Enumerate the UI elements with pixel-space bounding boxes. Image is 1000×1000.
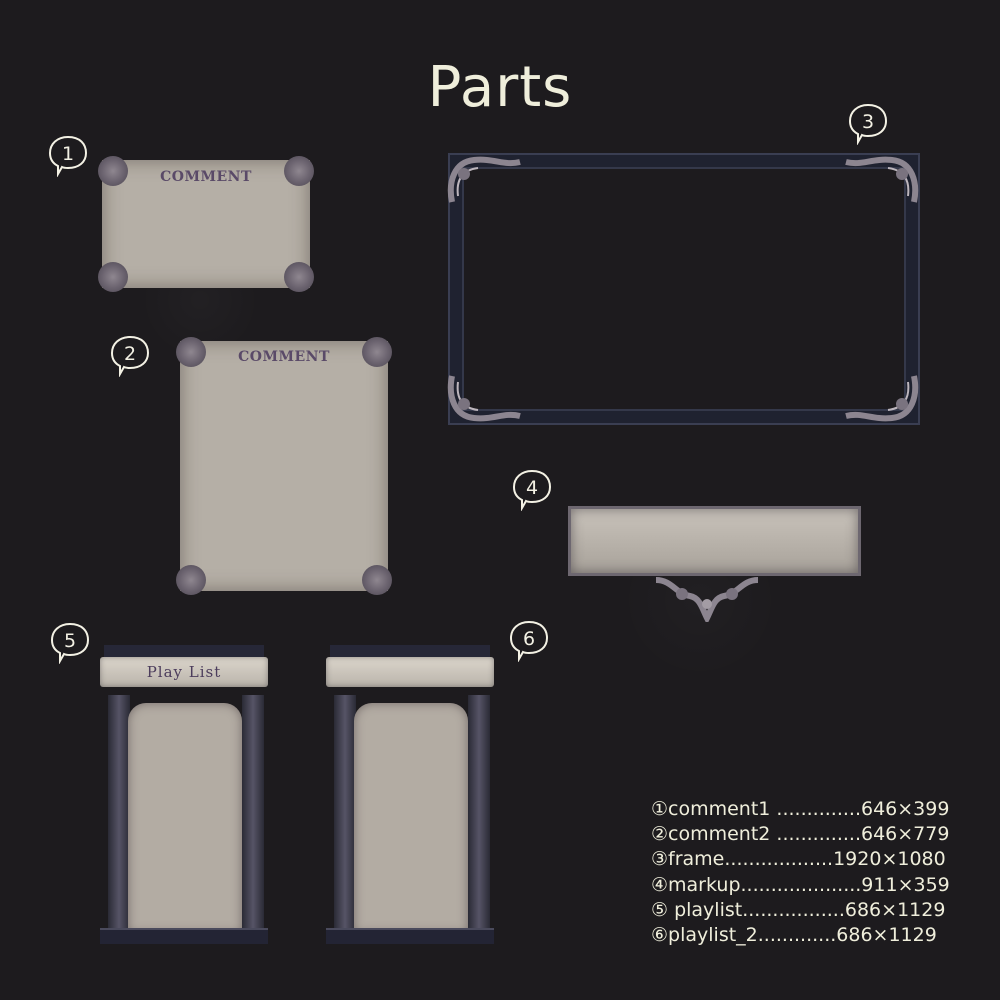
- playlist1-panel: Play List: [100, 645, 268, 944]
- parts-spec-list: ①comment1 ..............646×399 ②comment…: [651, 797, 971, 948]
- playlist-banner-label: Play List: [146, 663, 222, 681]
- corner-ornament-icon: [284, 262, 314, 292]
- playlist-content-area: [354, 703, 468, 933]
- corner-ornament-icon: [362, 337, 392, 367]
- corner-ornament-icon: [176, 337, 206, 367]
- badge-number: 1: [62, 143, 74, 165]
- spec-line-playlist2: ⑥playlist_2.............686×1129: [651, 924, 937, 947]
- playlist-base: [326, 928, 494, 944]
- playlist-left-column: [334, 695, 356, 935]
- badge-number: 2: [124, 343, 136, 365]
- frame-corner-ornament-icon: [447, 375, 521, 422]
- speech-bubble-badge-1: 1: [46, 133, 90, 177]
- corner-ornament-icon: [98, 262, 128, 292]
- comment2-label: COMMENT: [238, 349, 330, 365]
- speech-bubble-badge-6: 6: [507, 618, 551, 662]
- corner-ornament-icon: [284, 156, 314, 186]
- page-title: Parts: [427, 55, 573, 120]
- corner-ornament-icon: [362, 565, 392, 595]
- comment2-panel: COMMENT: [176, 337, 392, 595]
- frame-corner-ornament-icon: [845, 156, 919, 203]
- frame-corner-ornament-icon: [447, 156, 521, 203]
- playlist2-panel: [326, 645, 494, 944]
- badge-number: 6: [523, 628, 535, 650]
- comment1-label: COMMENT: [160, 169, 252, 185]
- playlist-content-area: [128, 703, 242, 933]
- corner-ornament-icon: [176, 565, 206, 595]
- playlist-right-column: [242, 695, 264, 935]
- spec-line-comment1: ①comment1 ..............646×399: [651, 798, 950, 820]
- playlist-base: [100, 928, 268, 944]
- spec-line-comment2: ②comment2 ..............646×779: [651, 823, 950, 846]
- markup-ornament-icon: [655, 577, 759, 622]
- badge-number: 4: [526, 477, 538, 499]
- speech-bubble-badge-3: 3: [846, 101, 890, 145]
- playlist-banner: Play List: [100, 657, 268, 687]
- playlist-left-column: [108, 695, 130, 935]
- spec-line-playlist: ⑤ playlist.................686×1129: [651, 898, 946, 921]
- speech-bubble-badge-2: 2: [108, 333, 152, 377]
- spec-line-frame: ③frame..................1920×1080: [651, 848, 946, 871]
- badge-number: 3: [862, 111, 874, 133]
- markup-banner: [568, 506, 861, 576]
- corner-ornament-icon: [98, 156, 128, 186]
- playlist-banner: [326, 657, 494, 687]
- frame-panel: [450, 155, 918, 423]
- speech-bubble-badge-5: 5: [48, 620, 92, 664]
- badge-number: 5: [64, 630, 76, 652]
- spec-line-markup: ④markup....................911×359: [651, 873, 950, 896]
- playlist-right-column: [468, 695, 490, 935]
- speech-bubble-badge-4: 4: [510, 467, 554, 511]
- frame-corner-ornament-icon: [845, 375, 919, 422]
- comment1-panel: COMMENT: [98, 156, 314, 292]
